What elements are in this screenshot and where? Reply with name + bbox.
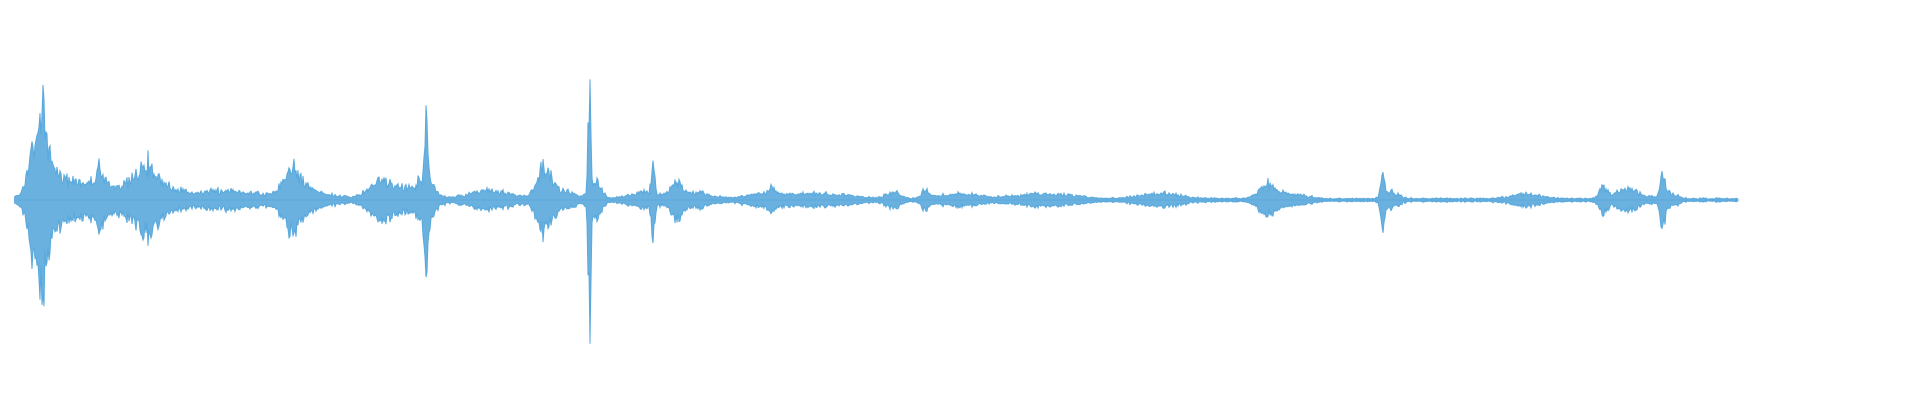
waveform-upper-envelope (13, 79, 1739, 201)
waveform-lower-envelope (13, 200, 1739, 344)
waveform-body (14, 79, 1738, 344)
